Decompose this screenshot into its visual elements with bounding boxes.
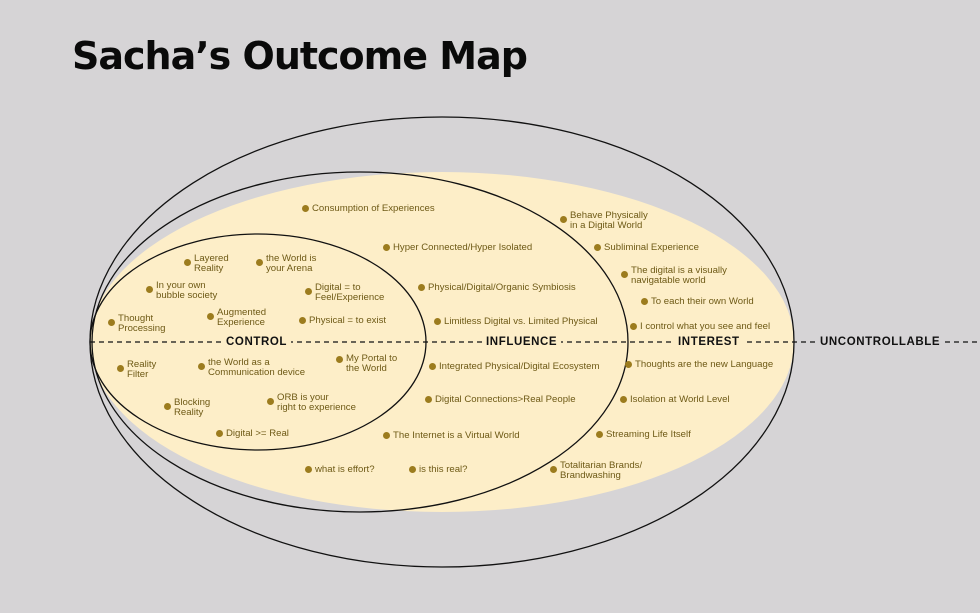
control-item: the World is your Arena (256, 253, 317, 274)
item-text: the World is your Arena (266, 253, 317, 274)
bullet-dot (550, 466, 557, 473)
item-text: Blocking Reality (174, 397, 211, 418)
item-text: The digital is a visually navigatable wo… (631, 265, 727, 286)
item-text: Consumption of Experiences (312, 203, 435, 214)
zone-label-control: CONTROL (222, 336, 292, 348)
control-item: the World as a Communication device (198, 357, 306, 378)
influence-item: Physical/Digital/Organic Symbiosis (418, 282, 576, 293)
bullet-dot (425, 396, 432, 403)
item-text: Physical = to exist (309, 315, 387, 326)
item-text: Streaming Life Itself (606, 429, 691, 440)
interest-item: To each their own World (641, 296, 754, 307)
influence-item: is this real? (409, 464, 468, 475)
bullet-dot (108, 319, 115, 326)
bullet-dot (383, 432, 390, 439)
item-text: Digital >= Real (226, 428, 289, 439)
interest-item: Streaming Life Itself (596, 429, 691, 440)
interest-item: Isolation at World Level (620, 394, 730, 405)
influence-item: Consumption of Experiences (302, 203, 435, 214)
zone-label-uncontrollable: UNCONTROLLABLE (816, 336, 945, 348)
item-text: ORB is your right to experience (277, 392, 356, 413)
item-text: Totalitarian Brands/ Brandwashing (560, 460, 643, 481)
item-text: the World as a Communication device (208, 357, 306, 378)
control-item: In your own bubble society (146, 280, 218, 301)
interest-item: Thoughts are the new Language (625, 359, 774, 370)
influence-item: The Internet is a Virtual World (383, 430, 520, 441)
control-item: Digital = to Feel/Experience (305, 282, 385, 303)
item-text: Physical/Digital/Organic Symbiosis (428, 282, 576, 293)
item-text: Behave Physically in a Digital World (570, 210, 648, 231)
influence-item: Hyper Connected/Hyper Isolated (383, 242, 533, 253)
bullet-dot (146, 286, 153, 293)
item-text: Digital Connections>Real People (435, 394, 576, 405)
bullet-dot (620, 396, 627, 403)
item-text: Thought Processing (118, 313, 166, 334)
item-text: My Portal to the World (346, 353, 398, 374)
control-item: Layered Reality (184, 253, 229, 274)
control-item: My Portal to the World (336, 353, 398, 374)
item-text: Subliminal Experience (604, 242, 699, 253)
bullet-dot (596, 431, 603, 438)
control-item: Thought Processing (108, 313, 166, 334)
interest-item: Subliminal Experience (594, 242, 699, 253)
influence-item: Limitless Digital vs. Limited Physical (434, 316, 598, 327)
control-item: ORB is your right to experience (267, 392, 356, 413)
bullet-dot (299, 317, 306, 324)
item-text: Digital = to Feel/Experience (315, 282, 385, 303)
interest-item: The digital is a visually navigatable wo… (621, 265, 727, 286)
item-text: To each their own World (651, 296, 754, 307)
bullet-dot (641, 298, 648, 305)
page-title: Sacha’s Outcome Map (72, 34, 528, 78)
control-item: Physical = to exist (299, 315, 387, 326)
bullet-dot (630, 323, 637, 330)
influence-item: what is effort? (305, 464, 375, 475)
bullet-dot (216, 430, 223, 437)
influence-item: Integrated Physical/Digital Ecosystem (429, 361, 600, 372)
zone-label-interest: INTEREST (674, 336, 744, 348)
bullet-dot (621, 271, 628, 278)
item-text: Augmented Experience (217, 307, 267, 328)
bullet-dot (383, 244, 390, 251)
bullet-dot (267, 398, 274, 405)
item-text: Layered Reality (194, 253, 229, 274)
influence-item: Digital Connections>Real People (425, 394, 576, 405)
bullet-dot (336, 356, 343, 363)
interest-item: Behave Physically in a Digital World (560, 210, 648, 231)
item-text: Isolation at World Level (630, 394, 730, 405)
control-item: Augmented Experience (207, 307, 267, 328)
item-text: what is effort? (315, 464, 375, 475)
item-text: I control what you see and feel (640, 321, 771, 332)
control-item: Reality Filter (117, 359, 157, 380)
interest-item: Totalitarian Brands/ Brandwashing (550, 460, 643, 481)
item-text: Limitless Digital vs. Limited Physical (444, 316, 598, 327)
bullet-dot (305, 288, 312, 295)
item-text: Thoughts are the new Language (635, 359, 774, 370)
bullet-dot (594, 244, 601, 251)
bullet-dot (305, 466, 312, 473)
bullet-dot (117, 365, 124, 372)
item-text: is this real? (419, 464, 468, 475)
item-text: Reality Filter (127, 359, 157, 380)
control-item: Digital >= Real (216, 428, 289, 439)
bullet-dot (409, 466, 416, 473)
item-text: In your own bubble society (156, 280, 218, 301)
item-text: Integrated Physical/Digital Ecosystem (439, 361, 600, 372)
bullet-dot (434, 318, 441, 325)
bullet-dot (256, 259, 263, 266)
item-text: Hyper Connected/Hyper Isolated (393, 242, 533, 253)
bullet-dot (418, 284, 425, 291)
bullet-dot (198, 363, 205, 370)
interest-item: I control what you see and feel (630, 321, 771, 332)
bullet-dot (207, 313, 214, 320)
bullet-dot (302, 205, 309, 212)
bullet-dot (560, 216, 567, 223)
control-item: Blocking Reality (164, 397, 211, 418)
bullet-dot (429, 363, 436, 370)
bullet-dot (184, 259, 191, 266)
zone-label-influence: INFLUENCE (482, 336, 562, 348)
bullet-dot (625, 361, 632, 368)
bullet-dot (164, 403, 171, 410)
item-text: The Internet is a Virtual World (393, 430, 520, 441)
